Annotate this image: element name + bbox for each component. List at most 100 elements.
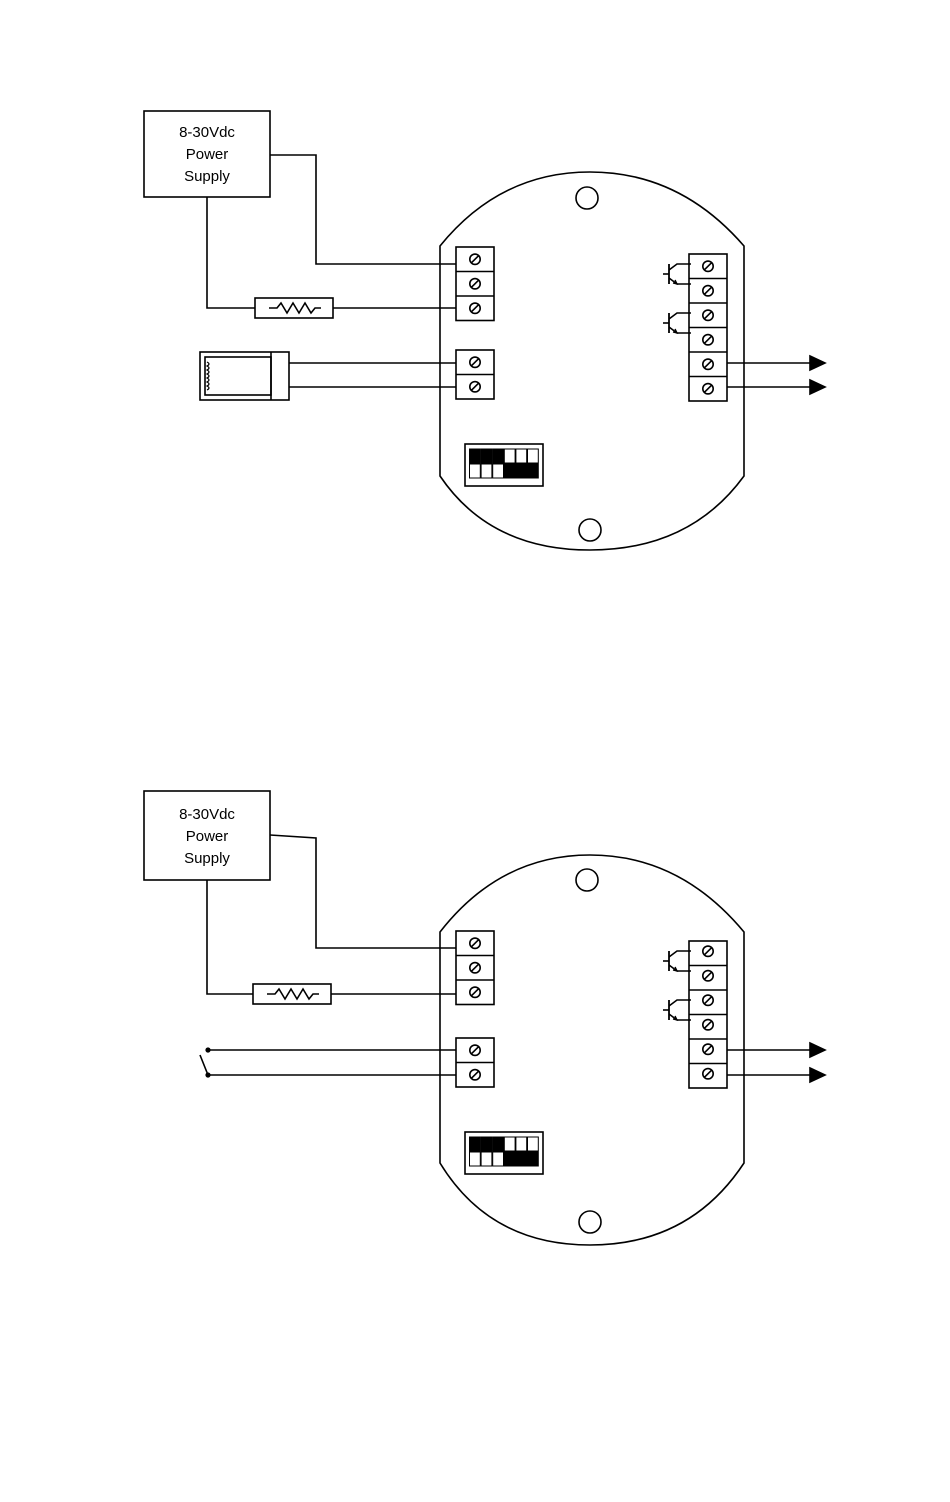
transistor-collector: [669, 264, 691, 270]
dip-cell-top: [528, 449, 539, 463]
sensor-body: [205, 357, 271, 395]
mounting-hole-bottom: [579, 1211, 601, 1233]
screw-slot: [704, 361, 711, 368]
dip-cell-top: [470, 449, 481, 463]
screw-slot: [704, 336, 711, 343]
sensor-coil-icon: [207, 362, 209, 390]
psu-1-line-1: 8-30Vdc: [144, 122, 270, 144]
screw-slot: [471, 359, 478, 366]
dip-cell-top: [504, 1137, 515, 1151]
switch-lever: [200, 1055, 208, 1075]
screw-slot: [471, 256, 478, 263]
transistor-emitter: [669, 965, 691, 971]
power-wire-negative-a: [207, 880, 253, 994]
psu-2-line-1: 8-30Vdc: [144, 804, 270, 826]
dip-cell-bottom: [493, 1152, 504, 1166]
dip-cell-bottom: [470, 464, 481, 478]
dip-switch: [465, 444, 543, 486]
screw-slot: [471, 383, 478, 390]
enclosure-outline: [440, 855, 744, 1245]
dip-cell-bottom: [504, 1152, 515, 1166]
dip-cell-bottom: [504, 464, 515, 478]
dip-cell-bottom: [481, 1152, 492, 1166]
screw-slot: [704, 997, 711, 1004]
power-terminal-block: [456, 247, 494, 321]
arrow-icon: [810, 1043, 825, 1057]
screw-slot: [704, 312, 711, 319]
mounting-hole-bottom: [579, 519, 601, 541]
screw-slot: [704, 972, 711, 979]
screw-slot: [471, 964, 478, 971]
output-terminal-block: [689, 941, 727, 1088]
screw-slot: [704, 263, 711, 270]
dip-switch: [465, 1132, 543, 1174]
resistor-icon: [255, 298, 333, 318]
dip-cell-bottom: [470, 1152, 481, 1166]
mounting-hole-top: [576, 869, 598, 891]
power-supply-label-1: 8-30Vdc Power Supply: [144, 122, 270, 188]
output-terminal-block: [689, 254, 727, 401]
dip-cell-top: [481, 1137, 492, 1151]
psu-1-line-2: Power: [144, 144, 270, 166]
resistor-body: [253, 984, 331, 1004]
psu-2-line-2: Power: [144, 826, 270, 848]
dip-cell-bottom: [516, 1152, 527, 1166]
transistor-icon: [663, 264, 691, 284]
transistor-emitter: [669, 1014, 691, 1020]
dip-cell-top: [493, 1137, 504, 1151]
dip-cell-bottom: [481, 464, 492, 478]
magnetic-pickup-sensor: [200, 352, 289, 400]
power-wire-positive: [270, 155, 456, 264]
screw-slot: [704, 287, 711, 294]
resistor-body: [255, 298, 333, 318]
arrow-icon: [810, 1068, 825, 1082]
dip-cell-top: [516, 1137, 527, 1151]
input-terminal-block: [456, 1038, 494, 1087]
dip-cell-bottom: [516, 464, 527, 478]
dip-cell-top: [493, 449, 504, 463]
transistor-icon: [663, 951, 691, 971]
sensor-housing: [200, 352, 289, 400]
transistor-emitter: [669, 327, 691, 333]
psu-2-line-3: Supply: [144, 848, 270, 870]
screw-slot: [704, 1021, 711, 1028]
dip-cell-top: [481, 449, 492, 463]
resistor-icon: [253, 984, 331, 1004]
dip-cell-bottom: [493, 464, 504, 478]
resistor-zigzag: [269, 303, 321, 313]
screw-slot: [471, 1047, 478, 1054]
power-supply-label-2: 8-30Vdc Power Supply: [144, 804, 270, 870]
screw-slot: [471, 280, 478, 287]
screw-slot: [471, 1071, 478, 1078]
transistor-collector: [669, 1000, 691, 1006]
screw-slot: [704, 385, 711, 392]
dip-cell-bottom: [528, 464, 539, 478]
screw-slot: [704, 1046, 711, 1053]
power-wire-positive: [270, 835, 456, 948]
power-terminal-block: [456, 931, 494, 1005]
screw-slot: [471, 989, 478, 996]
arrow-icon: [810, 380, 825, 394]
arrow-icon: [810, 356, 825, 370]
transistor-emitter: [669, 278, 691, 284]
transistor-icon: [663, 313, 691, 333]
input-terminal-block: [456, 350, 494, 399]
dip-cell-top: [516, 449, 527, 463]
power-wire-negative-a: [207, 197, 255, 308]
transistor-collector: [669, 951, 691, 957]
dip-cell-top: [528, 1137, 539, 1151]
psu-1-line-3: Supply: [144, 166, 270, 188]
transistor-icon: [663, 1000, 691, 1020]
contact-switch-icon: [200, 1048, 210, 1077]
screw-slot: [471, 305, 478, 312]
dip-cell-top: [470, 1137, 481, 1151]
mounting-hole-top: [576, 187, 598, 209]
screw-slot: [471, 940, 478, 947]
screw-slot: [704, 948, 711, 955]
screw-slot: [704, 1070, 711, 1077]
dip-cell-top: [504, 449, 515, 463]
transistor-collector: [669, 313, 691, 319]
enclosure-outline: [440, 172, 744, 550]
